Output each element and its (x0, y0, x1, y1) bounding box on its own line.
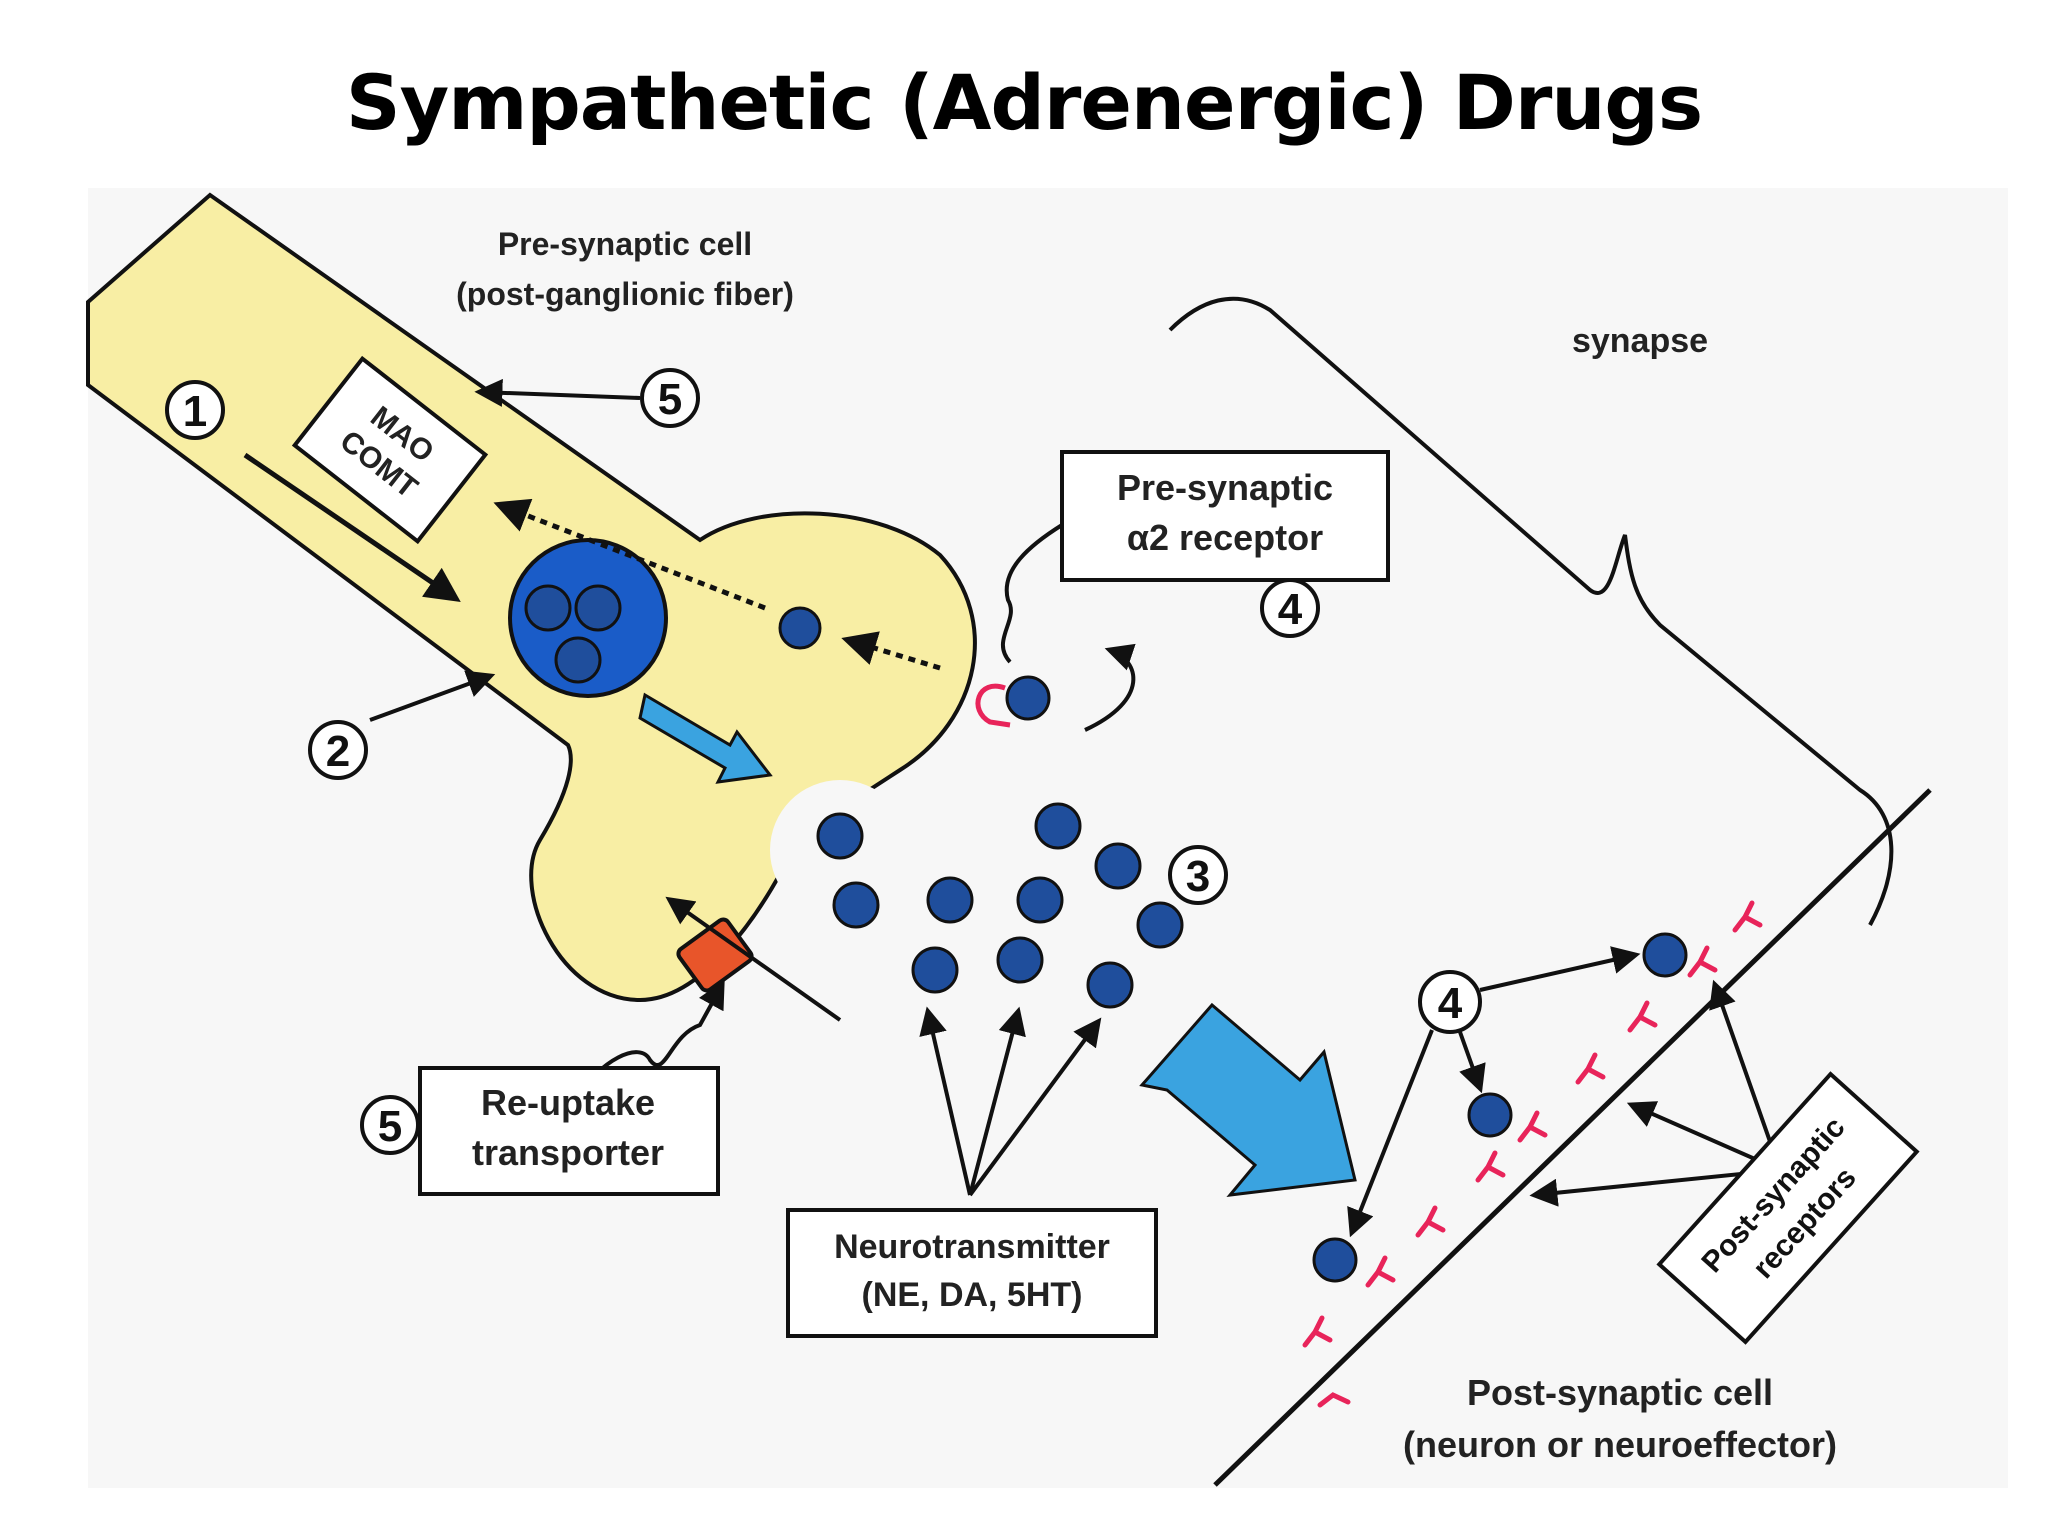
marker-4-post: 4 (1418, 970, 1482, 1034)
svg-text:3: 3 (1186, 852, 1210, 901)
arrow-5-to-mao (474, 378, 641, 407)
presynaptic-cell-label: Pre-synaptic cell (498, 226, 752, 262)
internal-nt-dot (778, 606, 822, 650)
svg-text:2: 2 (326, 727, 350, 776)
marker-2: 2 (308, 720, 368, 780)
synapse-label: synapse (1572, 322, 1708, 360)
postsynaptic-receptors (1302, 900, 1763, 1408)
arrow-1-synthesis (243, 452, 461, 602)
bound-nt-1 (1312, 1237, 1358, 1283)
alpha2-receptor-shape (975, 683, 1011, 728)
nt-label-line2: (NE, DA, 5HT) (862, 1276, 1083, 1314)
diffusion-arrow (1139, 1002, 1357, 1197)
dotted-arrow-reuptake-inside (841, 631, 941, 671)
marker-5-mao: 5 (640, 368, 700, 428)
alpha2-receptor-box: Pre-synaptic α2 receptor (1060, 450, 1390, 582)
alpha2-label-line1: Pre-synaptic (1117, 467, 1333, 508)
nt-label-line1: Neurotransmitter (834, 1228, 1110, 1266)
dotted-arrow-to-mao (493, 498, 766, 611)
page-title: Sympathetic (Adrenergic) Drugs (345, 58, 1703, 147)
alpha2-label-line2: α2 receptor (1127, 517, 1323, 558)
bound-nt-2 (1467, 1092, 1513, 1138)
alpha2-pointer (1001, 523, 1064, 664)
arrow-to-alpha2 (1084, 643, 1136, 732)
reuptake-label-line2: transporter (472, 1132, 664, 1173)
vesicle (508, 538, 668, 698)
svg-text:1: 1 (183, 387, 207, 436)
reuptake-label-line1: Re-uptake (481, 1082, 655, 1123)
marker-3: 3 (1168, 845, 1228, 905)
reuptake-transporter (676, 917, 754, 993)
postsynaptic-cell-label: Post-synaptic cell (1467, 1372, 1773, 1413)
neurotransmitter-box: Neurotransmitter (NE, DA, 5HT) (786, 1208, 1158, 1338)
bound-nt-3 (1642, 932, 1688, 978)
marker-4-alpha2: 4 (1260, 578, 1320, 638)
marker-1: 1 (165, 380, 225, 440)
presynaptic-cell-sublabel: (post-ganglionic fiber) (456, 276, 794, 312)
svg-text:5: 5 (658, 375, 682, 424)
postsynaptic-cell-sublabel: (neuron or neuroeffector) (1403, 1424, 1837, 1465)
marker-4-arrows (1347, 946, 1641, 1238)
mao-comt-box: MAO COMT (291, 355, 489, 545)
arrow-2-to-vesicle (369, 670, 496, 722)
nt-cloud (816, 802, 1184, 1009)
svg-text:4: 4 (1278, 585, 1303, 634)
reuptake-arrow (665, 896, 842, 1022)
marker-5-reuptake: 5 (360, 1095, 420, 1155)
release-arrow (638, 692, 773, 784)
postsynaptic-membrane (1213, 788, 1932, 1487)
nt-on-alpha2 (1005, 675, 1051, 721)
svg-text:5: 5 (378, 1102, 402, 1151)
reuptake-box: Re-uptake transporter (418, 1066, 720, 1196)
nt-pointer-arrows (919, 1006, 1102, 1197)
svg-text:4: 4 (1438, 979, 1463, 1028)
